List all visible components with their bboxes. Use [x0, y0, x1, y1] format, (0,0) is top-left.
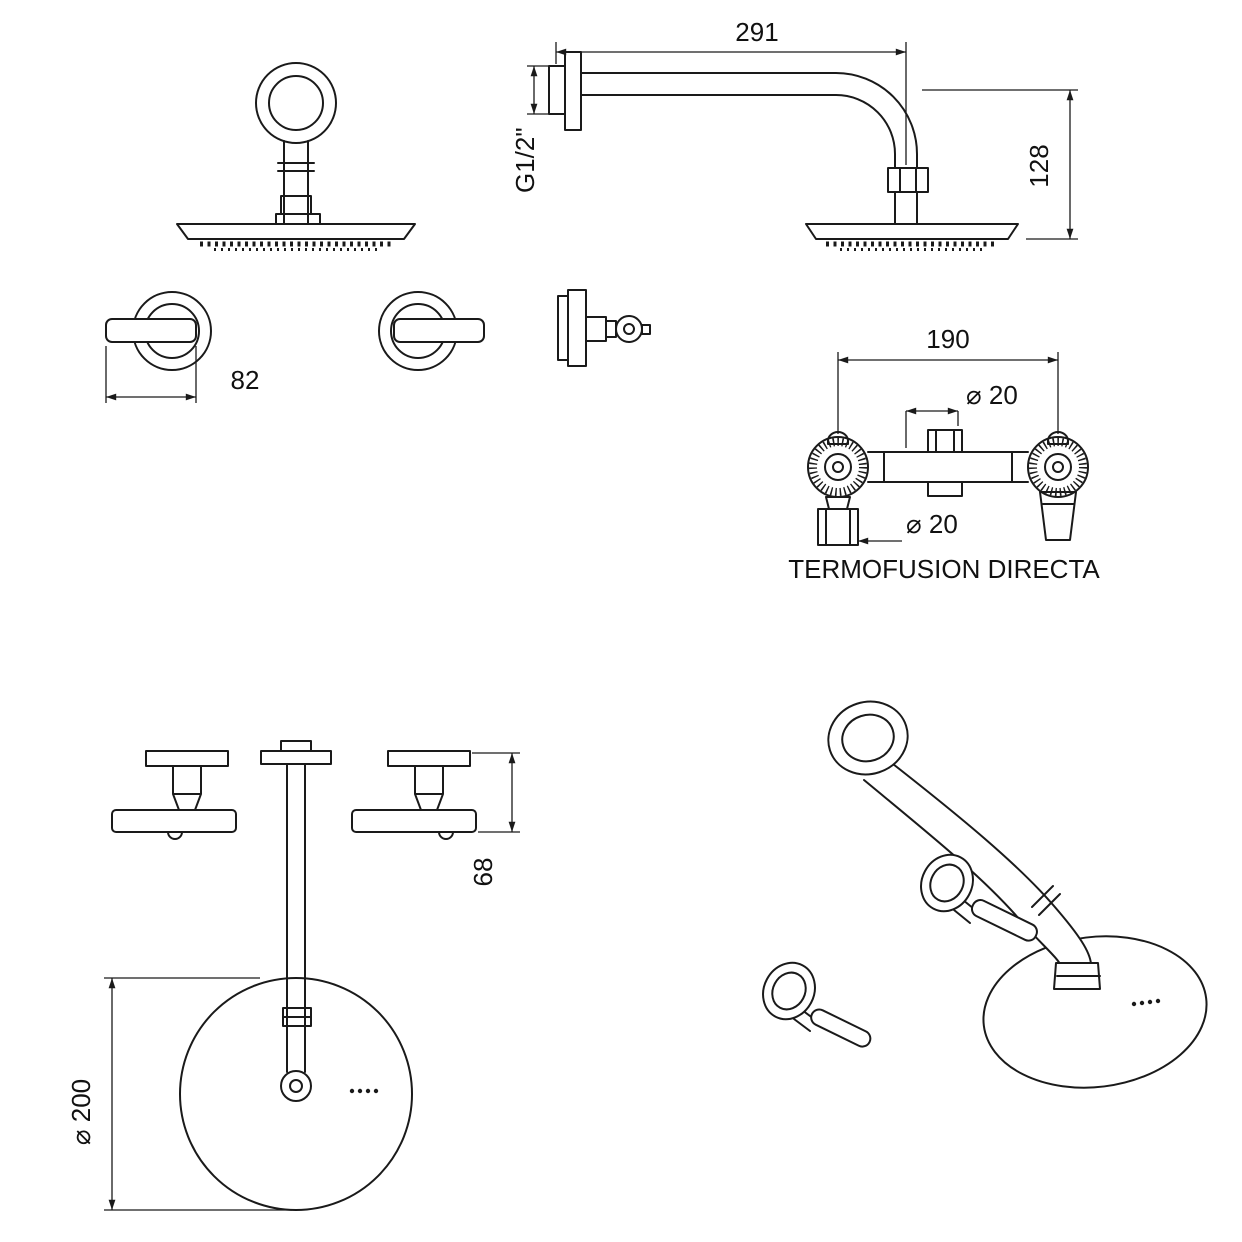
extension-lines	[555, 42, 907, 165]
view-perspective-set	[762, 700, 1208, 1089]
brand-dot	[349, 1088, 355, 1094]
ceiling-handle-right-body	[387, 750, 471, 811]
dim-d200-label: ⌀ 200	[66, 1079, 96, 1145]
handle-side-lever-end	[615, 315, 643, 343]
extension-lines	[105, 346, 197, 403]
ceiling-head-hub	[280, 1070, 312, 1102]
dimension-d20-bottom: ⌀ 20	[858, 509, 958, 545]
dimension-82: 82	[105, 346, 260, 403]
ceiling-handle-right-lever	[351, 809, 477, 833]
dim-291-label: 291	[735, 17, 778, 47]
escutcheon-outer-circle	[255, 62, 337, 144]
dim-68-label: 68	[468, 858, 498, 887]
view-handles-front	[105, 291, 485, 371]
dimension-68: 68	[468, 752, 520, 887]
perspective-shower-head	[982, 935, 1208, 1089]
mixer-right-union-outer	[1027, 436, 1089, 498]
wall-flange-side	[548, 51, 582, 131]
perspective-wall-flange-inner	[841, 713, 895, 763]
perspective-handle-upper-hub	[929, 863, 965, 903]
extension-lines	[472, 752, 520, 833]
brand-dot	[1139, 1000, 1145, 1006]
dimension-d20-top: ⌀ 20	[905, 380, 1018, 448]
dim-d20-bottom-label: ⌀ 20	[906, 509, 958, 539]
ceiling-handle-right-nub	[438, 831, 454, 840]
brand-dot	[357, 1088, 363, 1094]
extension-lines	[837, 352, 1059, 434]
handle-right-lever	[393, 318, 485, 343]
dim-d20-top-label: ⌀ 20	[966, 380, 1018, 410]
brand-dot	[373, 1088, 379, 1094]
shower-head-profile-side	[805, 223, 1019, 240]
dimension-190: 190	[837, 324, 1059, 434]
mixer-left-union-inner	[824, 453, 852, 481]
mixer-caption: TERMOFUSION DIRECTA	[788, 554, 1100, 584]
escutcheon-inner-circle	[268, 75, 324, 131]
perspective-arm-outline	[863, 763, 1092, 967]
view-ceiling-set	[111, 740, 477, 1211]
view-handle-side	[557, 289, 651, 367]
dimension-291: 291	[555, 17, 907, 165]
dim-82-label: 82	[231, 365, 260, 395]
mixer-crossbar-pipe	[867, 429, 1029, 497]
brand-dot	[1131, 1001, 1137, 1007]
mixer-left-union-center	[832, 461, 844, 473]
ceiling-handle-left-body	[145, 750, 229, 811]
dimension-thread-g12: G1/2"	[510, 65, 549, 193]
mixer-right-union-inner	[1044, 453, 1072, 481]
brand-dot	[1147, 999, 1153, 1005]
perspective-handle-upper-lever	[970, 899, 1038, 942]
perspective-arm-union-ticks	[1031, 885, 1061, 916]
view-front-showerhead	[176, 62, 416, 251]
mixer-right-socket	[1039, 491, 1077, 541]
mixer-right-union-center	[1052, 461, 1064, 473]
mixer-right-union-knurl	[1029, 438, 1087, 496]
dim-thread-label: G1/2"	[510, 127, 540, 193]
handle-side-lever-screw	[623, 323, 635, 335]
extension-lines	[922, 89, 1078, 240]
shower-head-profile-front	[176, 223, 416, 240]
shower-arm-front	[275, 140, 321, 225]
ceiling-handle-left-nub	[167, 831, 183, 840]
handle-left-lever	[105, 318, 197, 343]
dimension-128: 128	[922, 89, 1078, 240]
extension-lines	[527, 65, 549, 115]
perspective-wall-flange	[827, 700, 909, 776]
ceiling-head-hub-center	[289, 1079, 303, 1093]
mixer-mounting-ears	[827, 431, 1069, 445]
view-mixer-body	[807, 429, 1089, 546]
perspective-arm-fill	[864, 764, 1091, 966]
brand-dot	[365, 1088, 371, 1094]
handle-side-body	[557, 289, 651, 367]
view-side-showerarm	[548, 51, 1019, 251]
mixer-left-socket	[817, 496, 859, 546]
perspective-handle-lower-lever	[810, 1008, 872, 1048]
brand-dot	[1155, 998, 1161, 1004]
dimension-d200: ⌀ 200	[66, 977, 292, 1211]
mixer-left-union-knurl	[809, 438, 867, 496]
shower-head-plan-circle	[179, 977, 413, 1211]
extension-lines	[104, 977, 292, 1211]
dim-190-label: 190	[926, 324, 969, 354]
ceiling-handle-left-lever	[111, 809, 237, 833]
extension-lines	[905, 411, 959, 448]
dim-128-label: 128	[1024, 144, 1054, 187]
shower-arm-side	[580, 72, 929, 225]
ceiling-arm	[260, 740, 332, 1073]
perspective-handle-lower-hub	[771, 971, 807, 1011]
